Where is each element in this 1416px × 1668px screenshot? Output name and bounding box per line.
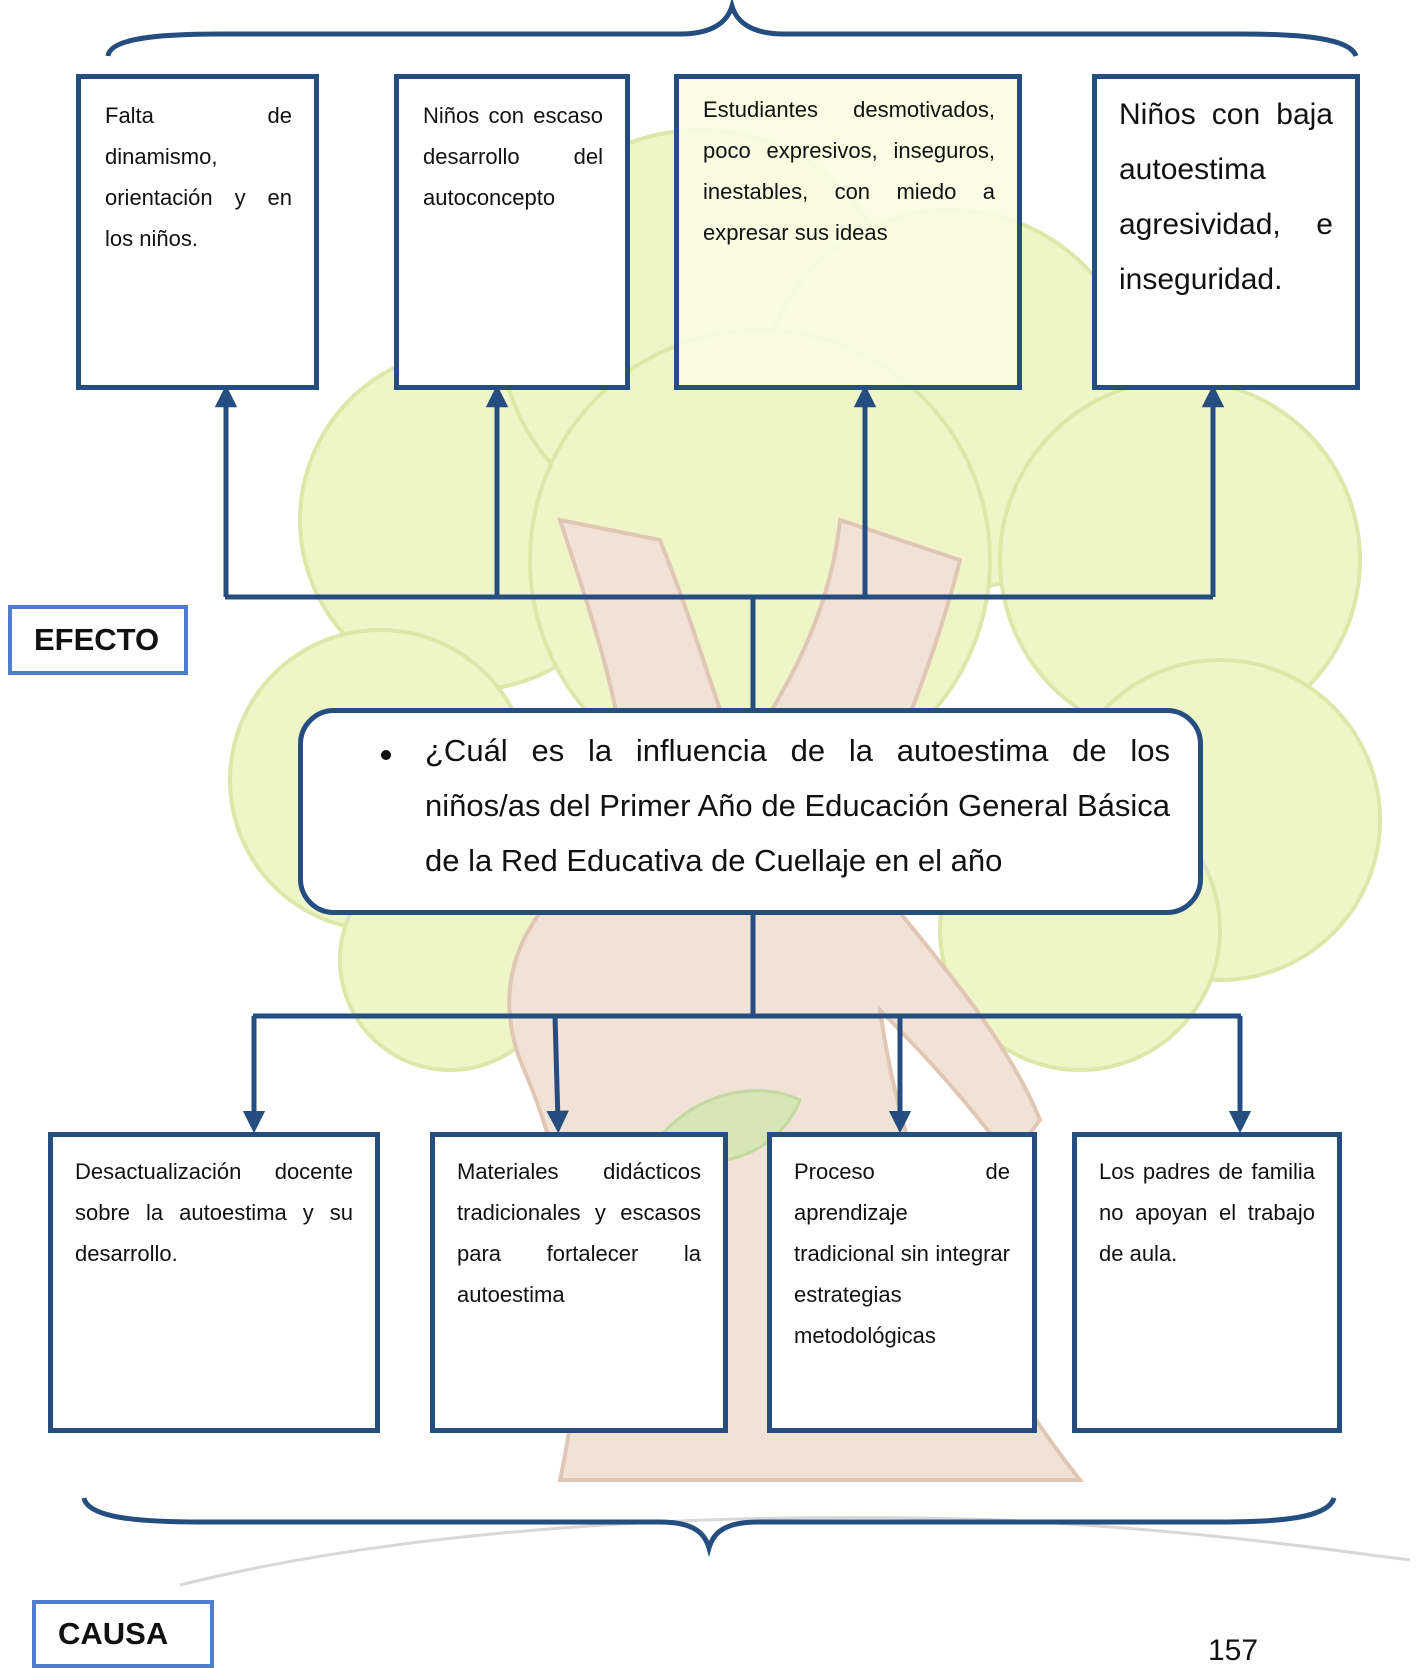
effect-text-4: Niños con baja autoestima agresividad, e… [1119, 98, 1333, 296]
cause-box-4: Los padres de familia no apoyan el traba… [1072, 1132, 1342, 1433]
cause-box-3: Proceso de aprendizaje tradicional sin i… [767, 1132, 1037, 1433]
page-number: 157 [1208, 1634, 1259, 1667]
cause-text-2: Materiales didácticos tradicionales y es… [457, 1159, 701, 1307]
effect-box-1: Falta de dinamismo, orientación y en los… [76, 74, 319, 390]
cause-box-1: Desactualización docente sobre la autoes… [48, 1132, 380, 1433]
ground-grass [179, 1516, 1411, 1587]
effect-box-4: Niños con baja autoestima agresividad, e… [1092, 74, 1360, 390]
arrow-to-cause-2 [546, 1015, 569, 1134]
effect-text-3: Estudiantes desmotivados, poco expresivo… [703, 89, 995, 253]
effect-box-2: Niños con escaso desarrollo del autoconc… [394, 74, 630, 390]
effect-box-3: Estudiantes desmotivados, poco expresivo… [674, 74, 1022, 390]
question-text: ¿Cuál es la influencia de la autoestima … [425, 733, 1170, 878]
effect-text-3-lead: Estudiantes desmotivados, poco expresivo… [703, 97, 995, 245]
cause-label: CAUSA [32, 1600, 214, 1668]
bottom-brace [81, 1496, 1337, 1558]
effect-label-text: EFECTO [34, 622, 160, 657]
central-question: ¿Cuál es la influencia de la autoestima … [298, 708, 1203, 915]
top-brace [105, 0, 1359, 58]
effect-text-2: Niños con escaso desarrollo del autoconc… [423, 103, 603, 210]
cause-label-text: CAUSA [58, 1616, 169, 1651]
cause-connectors [242, 915, 1252, 1134]
effect-label: EFECTO [8, 605, 188, 675]
cause-text-3: Proceso de aprendizaje tradicional sin i… [794, 1159, 1010, 1348]
cause-text-1: Desactualización docente sobre la autoes… [75, 1159, 353, 1266]
effect-text-1: Falta de dinamismo, orientación y en los… [105, 103, 292, 251]
cause-box-2: Materiales didácticos tradicionales y es… [430, 1132, 728, 1433]
effect-connectors [214, 384, 1225, 708]
bullet-icon [381, 750, 391, 760]
cause-text-4: Los padres de familia no apoyan el traba… [1099, 1159, 1315, 1266]
